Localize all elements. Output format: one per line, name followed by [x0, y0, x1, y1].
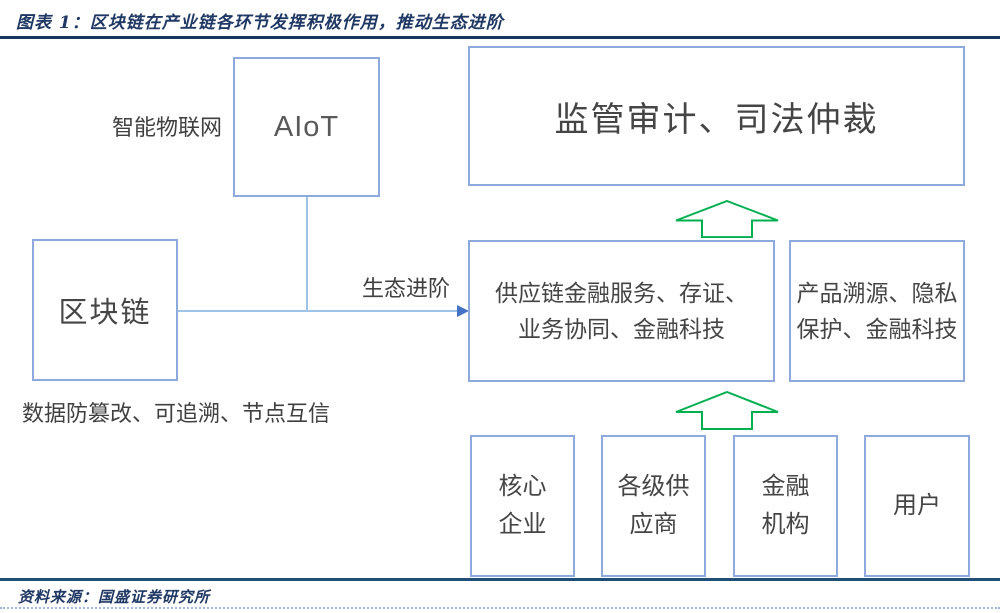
- traceability-privacy-box: 产品溯源、隐私 保护、金融科技: [789, 240, 965, 382]
- blockchain-caption: 数据防篡改、可追溯、节点互信: [22, 401, 331, 426]
- ecosystem-connector-line: [178, 310, 460, 312]
- title-rule: [0, 36, 1000, 39]
- aiot-label: 智能物联网: [112, 115, 223, 140]
- participant-box-suppliers: 各级供 应商: [601, 435, 706, 577]
- footer-rule: [0, 578, 1000, 581]
- regulator-box: 监管审计、司法仲裁: [468, 46, 965, 186]
- aiot-box: AIoT: [233, 57, 380, 197]
- source-note: 资料来源：国盛证券研究所: [18, 588, 211, 606]
- up-block-arrow-icon: [675, 391, 779, 431]
- participant-box-users: 用户: [864, 435, 970, 577]
- figure-title: 图表 1：区块链在产业链各环节发挥积极作用，推动生态进阶: [16, 13, 504, 33]
- participant-box-financial-institutions: 金融 机构: [733, 435, 838, 577]
- ecosystem-flow-label: 生态进阶: [362, 276, 451, 301]
- up-block-arrow-icon: [675, 200, 779, 239]
- participant-box-core-enterprise: 核心 企业: [470, 435, 575, 577]
- right-arrowhead-icon: [457, 305, 469, 317]
- aiot-connector-line: [306, 197, 308, 312]
- supplychain-services-box: 供应链金融服务、存证、 业务协同、金融科技: [468, 240, 775, 382]
- blockchain-box: 区块链: [32, 239, 178, 381]
- page-dotted-rule: [0, 607, 1000, 609]
